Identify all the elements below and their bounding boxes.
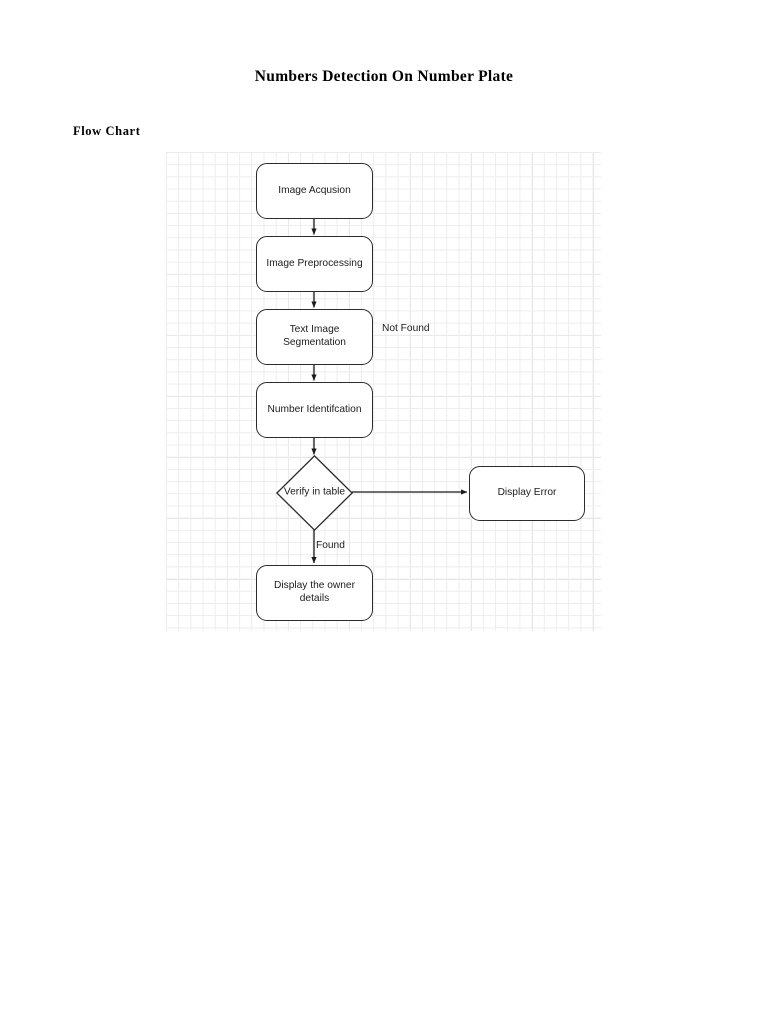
node-number-identification[interactable]: Number Identifcation [256, 382, 373, 438]
edge-label-not-found: Not Found [382, 323, 430, 334]
node-verify-in-table-decision[interactable]: Verify in table [275, 454, 354, 532]
node-image-preprocessing[interactable]: Image Preprocessing [256, 236, 373, 292]
node-display-error[interactable]: Display Error [469, 466, 585, 521]
node-image-acquisition[interactable]: Image Acqusion [256, 163, 373, 219]
node-verify-in-table-label: Verify in table [283, 486, 346, 498]
edge-label-found: Found [316, 540, 345, 551]
node-text-image-segmentation[interactable]: Text Image Segmentation [256, 309, 373, 365]
node-display-owner-details[interactable]: Display the owner details [256, 565, 373, 621]
flowchart-canvas: Image Acqusion Image Preprocessing Text … [166, 152, 601, 631]
flowchart-connectors [311, 219, 468, 564]
diamond-shape [275, 454, 354, 532]
section-label-flow-chart: Flow Chart [73, 124, 141, 138]
page-title: Numbers Detection On Number Plate [254, 68, 514, 85]
